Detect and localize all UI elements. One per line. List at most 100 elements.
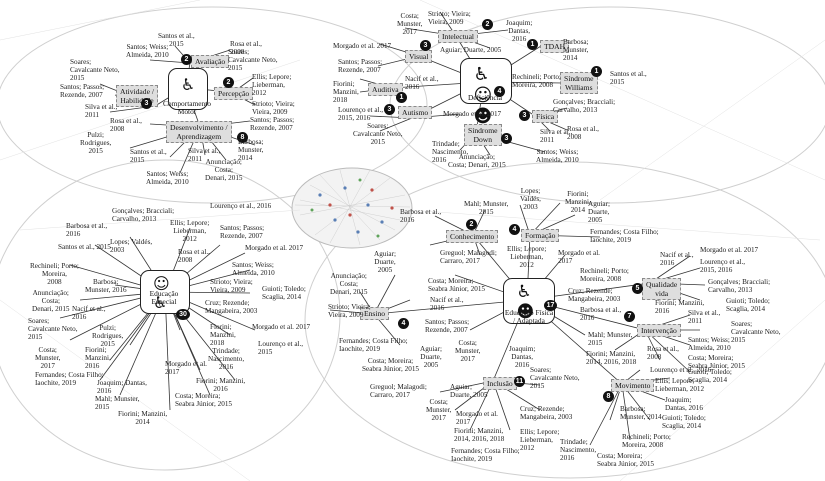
ref: Aguiar; Duarte, 2005 [588,200,610,224]
ref: Nacif et al., 2016 [660,251,694,267]
ref: Costa; Moreira; Seabra Júnior, 2015 [688,354,746,370]
ref: Santos; Passos; Rezende, 2007 [60,83,105,99]
badge-desenvolvimento: 8 [237,132,248,143]
topic-qualidade[interactable]: Qualidade vida [642,278,682,300]
badge-intervencao: 7 [624,311,635,322]
ref: Barbosa; Munster, 2016 [85,278,127,294]
people-group-icon: ♿☺☻ [473,64,493,127]
topic-tdah[interactable]: TDAH [540,40,570,53]
topic-williams[interactable]: Síndrome Williams [560,72,598,94]
ref: Costa; Moreira; Seabra Júnior, 2015 [362,357,420,373]
ref: Santos; Weiss; Almeida, 2010 [126,43,169,59]
topic-autismo[interactable]: Autismo [398,106,433,119]
ref: Lourenço et al., 2015, 2016 [700,258,746,274]
topic-movimento[interactable]: Movimento [611,379,655,392]
ref: Ellis; Lepore; Lieberman, 2012 [520,428,560,452]
hub-educacao-especial[interactable]: ☺♿ [140,270,190,314]
ref: Fernandes; Costa Filho; Iaochite, 2019 [339,337,408,353]
topic-conhecimento[interactable]: Conhecimento [446,230,499,243]
badge-ensino: 4 [398,318,409,329]
ref: Guioti; Toledo; Scaglia, 2014 [726,297,770,313]
topic-intelectual[interactable]: Intelectual [438,30,479,43]
ref: Silva et al., 2011 [688,309,721,325]
ref: Santos; Weiss; Almeida, 2010 [688,336,731,352]
ref: Anunciação; Costa; Denari, 2015 [448,153,506,169]
topic-desenvolvimento[interactable]: Desenvolvimento / Aprendizagem [166,121,232,143]
ref: Rosa et al., 2008 [178,248,210,264]
topic-visual[interactable]: Visual [405,50,433,63]
ref: Morgado et al. 2017 [558,249,600,265]
hub-deficiencia[interactable]: ♿☺☻ [460,58,512,127]
ref: Ellis; Lepore; Lieberman, 2012 [507,245,547,269]
ref: Barbosa et al., 2016 [580,306,622,322]
hub-efisica-badge: 17 [544,300,557,311]
ref: Rechineli; Porto; Moreira, 2008 [30,262,79,286]
ref: Soares; Cavalcante Neto, 2015 [28,317,78,341]
badge-down: 3 [501,133,512,144]
ref: Rosa et al., 2008 [110,117,142,133]
hub-comportamento-motor[interactable]: ♿ [168,68,208,110]
ref: Trindade; Nascimento, 2016 [432,140,469,164]
ref: Lopes; Valdés, 2003 [110,238,153,254]
ref: Pulzi; Rodrigues, 2015 [80,131,112,155]
topic-intervencao[interactable]: Intervenção [637,324,681,337]
ref: Rechineli; Porto; Moreira, 2008 [512,73,561,89]
ref: Cruz; Rezende; Mangabeira, 2003 [205,299,258,315]
ref: Santos et al., 2015 [130,148,167,164]
topic-ensino[interactable]: Ensino [360,307,390,320]
topic-avaliacao[interactable]: Avaliação [191,55,230,68]
students-icon: ☺♿ [153,274,170,312]
ref: Rosa et al., 2008 [567,125,599,141]
ref: Fernandes; Costa Filho; Iaochite, 2019 [35,371,104,387]
ref: Costa; Moreira; Seabra Júnior, 2015 [175,392,233,408]
ref: Fiorini; Manzini, 2016 [85,346,111,370]
motor-region-outline [0,6,428,204]
ref: Santos; Passos; Rezende, 2007 [250,116,295,132]
ref: Fiorini; Manzini, 2014 [565,190,591,214]
ref: Strioto; Vieira; Vieira, 2009 [252,100,295,116]
ref: Joaquim; Dantas, 2016 [509,345,536,369]
ref: Soares; Cavalcante Neto, 2015 [353,122,403,146]
ref: Ellis; Lepore; Lieberman, 2012 [170,219,210,243]
ref: Santos; Weiss; Almeida, 2010 [536,148,579,164]
topic-down[interactable]: Síndrome Down [464,124,502,146]
ref: Santos; Passos; Rezende, 2007 [338,58,383,74]
ref: Fiorini; Manzini, 2018 [210,323,236,347]
hub-educacao-badge: 30 [176,309,190,320]
ref: Soares; Cavalcante Neto, 2015 [70,58,120,82]
ref: Ellis; Lepore; Lieberman, 2012 [655,377,705,393]
ref: Rechineli; Porto; Moreira, 2008 [580,267,629,283]
ref: Fernandes; Costa Filho; Iaochite, 2019 [590,228,659,244]
ref: Fiorini; Manzini, 2014 [118,410,168,426]
topic-inclusao[interactable]: Inclusão [483,377,517,390]
topic-fisica[interactable]: Física [532,110,559,123]
topic-percepcao[interactable]: Percepção [214,87,254,100]
ref: Lourenço et al., 2016 [650,366,712,374]
hub-comportamento-motor-title: Comportamento Motor [162,99,212,116]
badge-williams: 1 [591,66,602,77]
ref: Guioti; Toledo; Scaglia, 2014 [262,285,306,301]
hub-deficiencia-title: Deficiência [467,93,503,102]
ref: Fiorini; Manzini, 2016 [196,377,246,393]
ref: Morgado et al. 2017 [245,244,304,252]
topic-formacao[interactable]: Formação [521,229,560,242]
badge-autismo: 3 [384,104,395,115]
ref: Strioto; Vieira; Vieira, 2009 [328,303,371,319]
topic-auditiva[interactable]: Auditiva [368,83,403,96]
ref: Aguiar; Duarte, 2005 [420,345,442,369]
badge-tdah: 1 [527,39,538,50]
ref: Joaquim; Dantas, 2016 [665,396,703,412]
ref: Santos et al., 2015 [58,243,111,251]
badge-visual: 3 [420,40,431,51]
ref: Gonçalves; Bracciali; Carvalho, 2013 [708,278,771,294]
ref: Costa; Munster, 2017 [455,339,481,363]
ref: Morgado et al. 2017 [252,323,311,331]
ref: Rechineli; Porto; Moreira, 2008 [622,433,671,449]
ref: Morgado et al. 2017 [456,410,498,426]
ref: Silva et al., 2011 [540,128,573,144]
ref: Rosa et al., 2008 [230,40,262,56]
ref: Barbosa; Munster, 2014 [620,405,662,421]
ref: Nacif et al., 2016 [405,75,439,91]
badge-formacao: 4 [509,224,520,235]
